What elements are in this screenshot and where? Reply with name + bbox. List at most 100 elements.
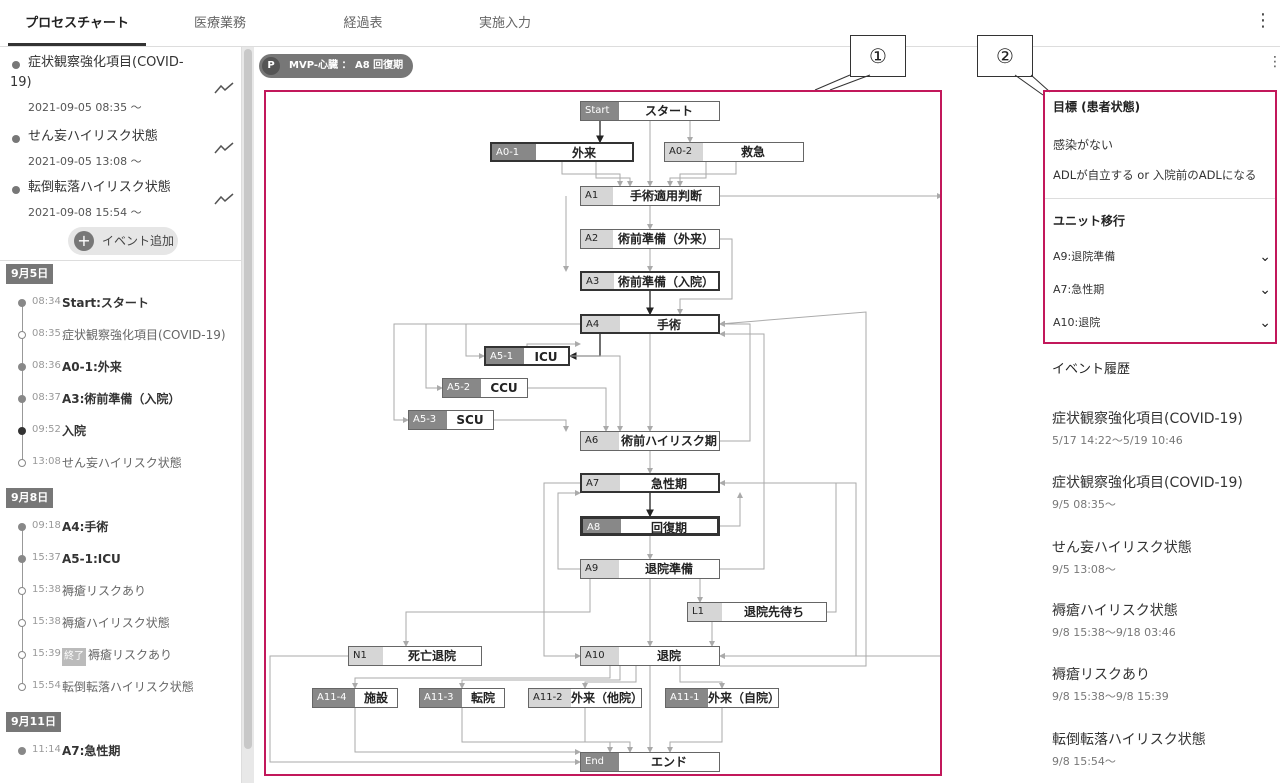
tab-progress-table[interactable]: 経過表 (343, 16, 383, 31)
chevron-down-icon[interactable]: ⌄ (1259, 282, 1271, 298)
flow-arrow (461, 708, 613, 753)
timeline-label: A0-1:外来 (62, 358, 122, 376)
bullet-icon (12, 186, 20, 194)
add-event-button[interactable]: + イベント追加 (68, 227, 178, 255)
chevron-down-icon[interactable]: ⌄ (1259, 315, 1271, 331)
node-name: 外来（自院） (708, 691, 781, 705)
scrollbar-thumb[interactable] (244, 49, 252, 749)
unit-item-a10[interactable]: A10:退院⌄ (1053, 313, 1271, 333)
timeline-time: 11:14 (32, 744, 61, 755)
event-date: 2021-09-08 15:54 ～ (28, 206, 142, 219)
tab-execution-input[interactable]: 実施入力 (478, 16, 531, 31)
history-item[interactable]: 症状観察強化項目(COVID-19)9/5 08:35～ (1052, 472, 1272, 512)
chart-menu-icon[interactable]: ⋮ (1268, 54, 1280, 70)
flow-arrow (719, 311, 867, 667)
history-title: せん妄ハイリスク状態 (1052, 540, 1192, 556)
scrollbar[interactable] (241, 47, 254, 783)
trend-icon[interactable] (214, 192, 234, 206)
timeline-dot-icon (18, 651, 26, 659)
unit-item-a9[interactable]: A9:退院準備⌄ (1053, 247, 1271, 267)
divider (1045, 198, 1275, 199)
flow-arrow (679, 666, 725, 689)
node-name: 外来（他院） (571, 691, 644, 705)
node-name: CCU (490, 381, 518, 395)
event-item[interactable]: せん妄ハイリスク状態 2021-09-05 13:08 ～ (0, 127, 241, 169)
event-item[interactable]: 症状観察強化項目(COVID-19) 2021-09-05 08:35 ～ (0, 53, 241, 114)
node-code: A6 (581, 432, 619, 450)
event-title: 症状観察強化項目(COVID-19) (10, 55, 184, 90)
chevron-down-icon[interactable]: ⌄ (1259, 249, 1271, 265)
node-code: A3 (582, 273, 614, 289)
node-code: Start (581, 102, 619, 120)
timeline-time: 08:35 (32, 328, 61, 339)
history-date: 9/8 15:38～9/18 03:46 (1052, 626, 1176, 639)
timeline-dot-icon (18, 683, 26, 691)
timeline-label-text: 転倒転落ハイリスク状態 (62, 680, 194, 694)
tab-process-chart[interactable]: プロセスチャート (8, 0, 146, 46)
pathway-chip[interactable]: P MVP-心臓 ： A8 回復期 (259, 54, 414, 78)
history-title: 症状観察強化項目(COVID-19) (1052, 411, 1243, 427)
history-item[interactable]: 症状観察強化項目(COVID-19)5/17 14:22～5/19 10:46 (1052, 408, 1272, 448)
flow-arrow (584, 708, 633, 753)
add-event-label: イベント追加 (102, 234, 175, 248)
node-name: エンド (650, 755, 687, 769)
callout-1: ① (850, 35, 906, 77)
flow-arrow (667, 708, 723, 753)
tab-medical-tasks[interactable]: 医療業務 (193, 16, 246, 31)
ended-tag: 終了 (62, 648, 86, 666)
event-item[interactable]: 転倒転落ハイリスク状態 2021-09-08 15:54 ～ (0, 178, 241, 220)
flow-arrow (354, 708, 581, 755)
unit-item-a7[interactable]: A7:急性期⌄ (1053, 280, 1271, 300)
node-code: A5-3 (409, 411, 447, 429)
node-name: 退院準備 (644, 562, 693, 576)
timeline-label-text: Start:スタート (62, 296, 149, 310)
trend-icon[interactable] (214, 141, 234, 155)
more-menu-icon[interactable]: ⋮ (1254, 10, 1272, 31)
flow-arrow (595, 162, 633, 187)
flow-arrow (667, 162, 707, 187)
trend-icon[interactable] (214, 81, 234, 95)
tab-bar: プロセスチャート 医療業務 経過表 実施入力 ⋮ (0, 0, 1280, 47)
divider (0, 260, 241, 261)
flow-arrow (494, 419, 569, 432)
